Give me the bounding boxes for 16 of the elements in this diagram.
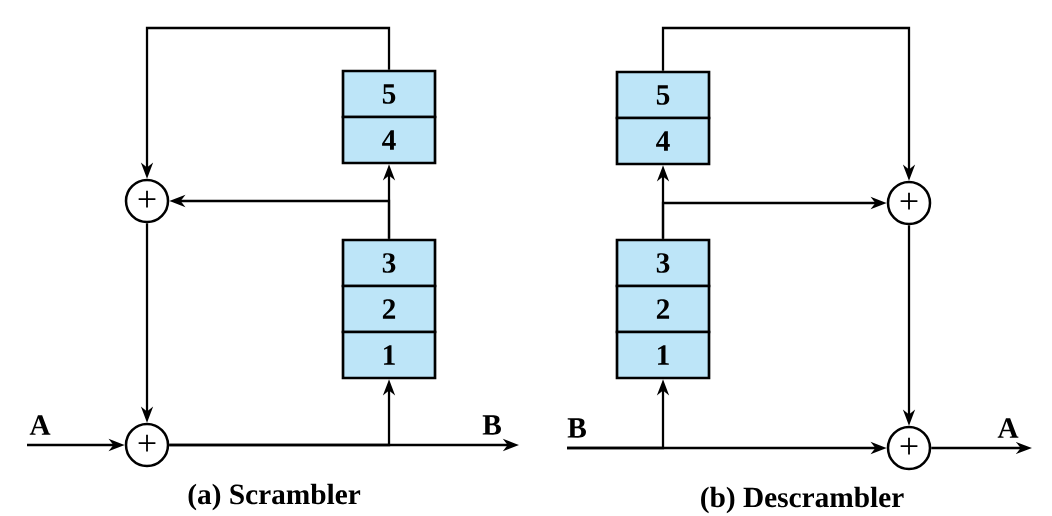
- signal-label: B: [480, 414, 504, 436]
- register-cell: 3: [341, 238, 437, 288]
- register-cell: 4: [615, 116, 711, 166]
- signal-label: A: [28, 414, 52, 436]
- register-cell: 5: [615, 70, 711, 120]
- register-cell: 3: [615, 238, 711, 288]
- caption: (a) Scrambler: [188, 483, 361, 511]
- caption: (b) Descrambler: [701, 486, 904, 514]
- register-cell: 2: [615, 284, 711, 334]
- register-cell: 1: [341, 330, 437, 380]
- register-cell: 1: [615, 330, 711, 380]
- register-cell: 2: [341, 284, 437, 334]
- register-cell: 5: [341, 69, 437, 119]
- register-cell: 4: [341, 115, 437, 165]
- signal-label: B: [565, 417, 589, 439]
- signal-label: A: [996, 417, 1020, 439]
